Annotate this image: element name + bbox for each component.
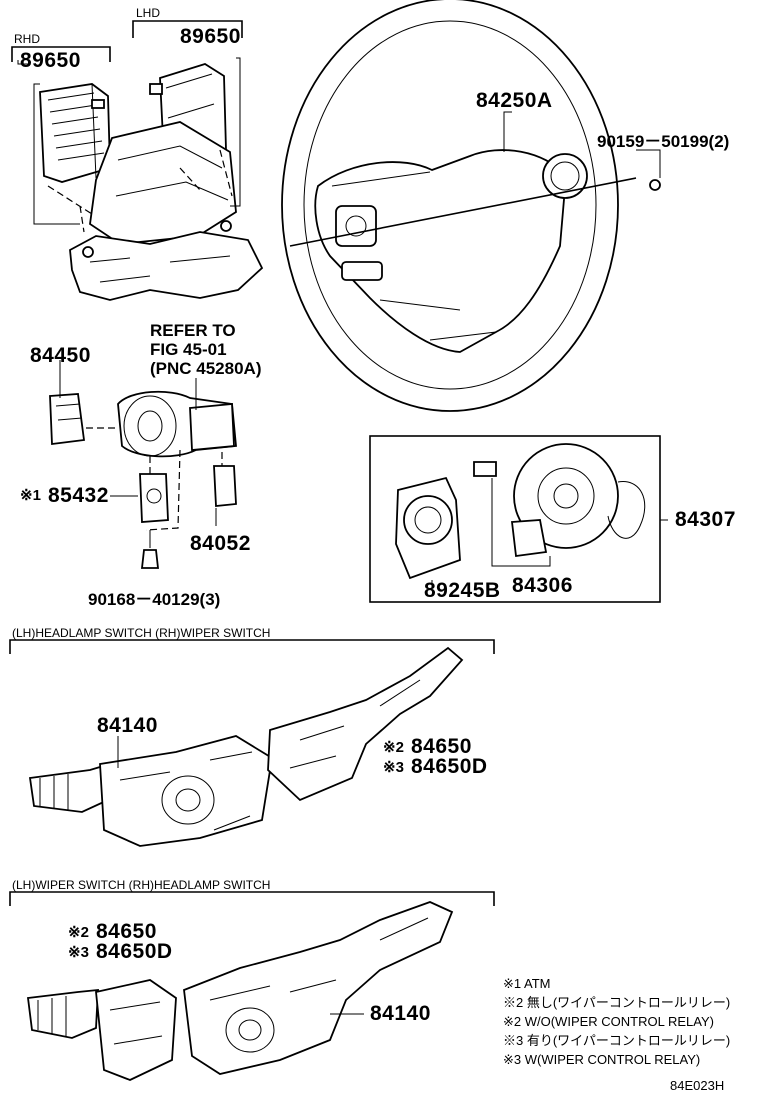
part-84450[interactable]: 84450 (30, 344, 91, 367)
mark-85432: ※1 (20, 487, 41, 504)
part-84052[interactable]: 84052 (190, 532, 251, 555)
part-84140-b[interactable]: 84140 (370, 1002, 431, 1025)
legend-item: ※2 無し(ワイパーコントロールリレー) (503, 995, 731, 1010)
part-89650-lhd[interactable]: 89650 (180, 25, 241, 48)
part-85432[interactable]: 85432 (48, 484, 109, 507)
part-84650d-a[interactable]: 84650D (411, 755, 488, 778)
part-84650d-b[interactable]: 84650D (96, 940, 173, 963)
part-89650-rhd[interactable]: 89650 (20, 49, 81, 72)
part-84306[interactable]: 84306 (512, 574, 573, 597)
section-1-title: (LH)HEADLAMP SWITCH (RH)WIPER SWITCH (12, 626, 271, 640)
part-89245b[interactable]: 89245B (424, 579, 501, 602)
part-84650-b[interactable]: 84650 (96, 920, 157, 943)
refer-line-2: FIG 45-01 (150, 340, 227, 359)
group-brackets (11, 20, 243, 62)
rhd-label: RHD (14, 32, 40, 46)
mark-84650d-b: ※3 (68, 944, 89, 961)
combo-switch-1 (9, 639, 495, 847)
mark-84650-a: ※2 (383, 739, 404, 756)
legend-item: ※1 ATM (503, 976, 551, 991)
part-84140-a[interactable]: 84140 (97, 714, 158, 737)
ignition-assembly (49, 360, 237, 569)
steering-wheel (281, 0, 661, 412)
mark-84650-b: ※2 (68, 924, 89, 941)
combo-switch-2 (9, 891, 495, 1081)
ecu-rhd (39, 83, 111, 183)
mark-84650d-a: ※3 (383, 759, 404, 776)
lhd-label: LHD (136, 6, 161, 20)
part-84650-a[interactable]: 84650 (411, 735, 472, 758)
section-2-title: (LH)WIPER SWITCH (RH)HEADLAMP SWITCH (12, 878, 271, 892)
part-84250a[interactable]: 84250A (476, 89, 553, 112)
legend-item: ※3 W(WIPER CONTROL RELAY) (503, 1052, 701, 1067)
legend-item: ※2 W/O(WIPER CONTROL RELAY) (503, 1014, 714, 1029)
part-90159-50199[interactable]: 90159－50199(2) (597, 132, 730, 151)
refer-line-1: REFER TO (150, 321, 236, 340)
spiral-cable-box (369, 435, 668, 603)
part-84307[interactable]: 84307 (675, 508, 736, 531)
refer-line-3: (PNC 45280A) (150, 359, 262, 378)
bracket-assembly (17, 57, 264, 301)
part-90168-40129[interactable]: 90168－40129(3) (88, 590, 221, 609)
legend-item: ※3 有り(ワイパーコントロールリレー) (503, 1033, 731, 1048)
figure-code: 84E023H (670, 1078, 725, 1093)
